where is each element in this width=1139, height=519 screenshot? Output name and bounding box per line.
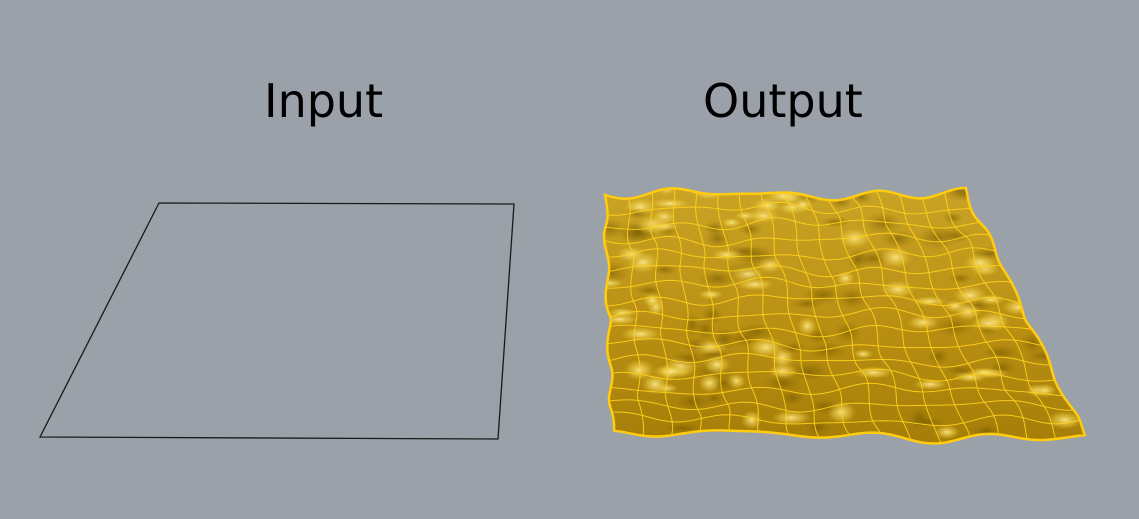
output-surface bbox=[602, 186, 1087, 445]
surface-dent bbox=[926, 348, 951, 365]
surface-dent bbox=[635, 285, 664, 296]
wire-line-vertical bbox=[943, 192, 1057, 440]
surface-dent bbox=[941, 187, 977, 202]
surface-bump bbox=[710, 249, 744, 262]
surface-dent bbox=[701, 305, 723, 325]
surface-dent bbox=[712, 327, 737, 351]
surface-bump bbox=[912, 379, 949, 391]
surface-dent bbox=[790, 297, 825, 310]
surface-dent bbox=[940, 227, 972, 244]
surface-dent bbox=[948, 272, 973, 284]
surface-dent bbox=[763, 374, 802, 393]
surface-bump bbox=[734, 278, 776, 292]
surface-bump bbox=[720, 217, 743, 229]
wire-line-horizontal bbox=[609, 352, 1051, 368]
wire-line-horizontal bbox=[607, 338, 1043, 352]
surface-bump bbox=[619, 327, 663, 343]
surface-dent bbox=[864, 212, 903, 235]
surface-dent bbox=[908, 416, 946, 428]
surface-dent bbox=[820, 216, 851, 228]
surface-dent bbox=[806, 341, 848, 360]
input-label: Input bbox=[264, 74, 384, 128]
surface-bump bbox=[702, 355, 732, 377]
surface-dent bbox=[604, 218, 626, 240]
surface-dent bbox=[788, 361, 831, 382]
surface-bump bbox=[646, 221, 682, 232]
surface-dent bbox=[651, 264, 678, 276]
wire-line-horizontal bbox=[608, 399, 1074, 413]
surface-bump bbox=[953, 303, 983, 322]
surface-dent bbox=[847, 248, 868, 271]
surface-dent bbox=[735, 323, 776, 341]
wire-line-vertical bbox=[804, 194, 881, 434]
output-surface-border bbox=[602, 186, 1087, 445]
wire-line-horizontal bbox=[610, 306, 1025, 321]
surface-dent bbox=[683, 337, 710, 354]
surface-dent bbox=[668, 351, 708, 367]
input-plane-outline bbox=[38, 202, 515, 440]
surface-bump bbox=[698, 374, 722, 395]
wire-line-vertical bbox=[921, 198, 1028, 440]
wire-line-vertical bbox=[851, 196, 942, 444]
output-label: Output bbox=[703, 74, 863, 128]
wire-line-horizontal bbox=[612, 368, 1055, 382]
surface-dent bbox=[880, 230, 917, 248]
surface-dent bbox=[674, 392, 712, 411]
surface-bump bbox=[640, 374, 670, 397]
surface-bump bbox=[615, 246, 647, 264]
surface-bump bbox=[836, 228, 873, 251]
wire-line-vertical bbox=[828, 199, 912, 441]
surface-bump bbox=[797, 316, 818, 338]
wire-line-horizontal bbox=[611, 411, 1081, 427]
surface-bump bbox=[976, 294, 1006, 306]
surface-bump bbox=[853, 349, 874, 360]
surface-bump bbox=[642, 293, 662, 309]
surface-dent bbox=[982, 344, 1020, 361]
surface-bump bbox=[1046, 411, 1084, 431]
surface-dent bbox=[833, 321, 862, 344]
surface-bump bbox=[910, 296, 949, 308]
surface-dent bbox=[971, 246, 1010, 261]
surface-bump bbox=[952, 371, 989, 384]
surface-bump bbox=[1001, 299, 1035, 317]
surface-dent bbox=[779, 390, 806, 406]
wire-line-vertical bbox=[875, 190, 971, 437]
surface-bump bbox=[746, 208, 781, 225]
surface-dent bbox=[942, 212, 963, 224]
wire-line-horizontal bbox=[610, 382, 1064, 397]
surface-bump bbox=[906, 315, 941, 331]
surface-dent bbox=[682, 313, 702, 337]
wire-line-horizontal bbox=[609, 324, 1032, 338]
output-surface-wireframe bbox=[604, 188, 1081, 444]
surface-bump bbox=[771, 410, 812, 427]
surface-bump bbox=[933, 425, 961, 441]
surface-bump bbox=[740, 411, 763, 431]
wire-line-vertical bbox=[898, 194, 999, 435]
